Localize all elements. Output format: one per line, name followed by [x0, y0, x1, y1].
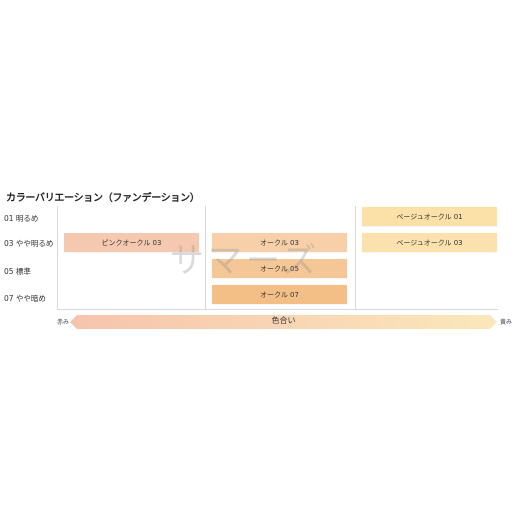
swatch-label: オークル 07 [260, 290, 299, 299]
axis-label: 色合い [271, 316, 296, 325]
swatch-ochre-05: オークル 05 [212, 259, 347, 278]
x-axis-line [57, 309, 498, 310]
column-divider-2 [355, 206, 356, 310]
row-label-07: 07 やや暗め [4, 294, 46, 303]
column-divider-1 [205, 206, 206, 310]
swatch-pink-ochre-03: ピンクオークル 03 [64, 233, 199, 252]
axis-left-label: 赤み [57, 319, 70, 326]
swatch-beige-ochre-03: ベージュオークル 03 [362, 233, 497, 252]
row-label-03: 03 やや明るめ [4, 239, 54, 248]
swatch-label: ベージュオークル 01 [396, 212, 463, 221]
axis-right-label: 黄み [500, 319, 513, 326]
y-axis-line [57, 206, 58, 310]
swatch-ochre-07: オークル 07 [212, 285, 347, 304]
hue-gradient-arrow-icon [70, 315, 497, 329]
hue-axis-arrow: 色合い [70, 314, 497, 329]
swatch-label: ベージュオークル 03 [396, 238, 463, 247]
swatch-ochre-03: オークル 03 [212, 233, 347, 252]
swatch-label: ピンクオークル 03 [101, 238, 162, 247]
row-label-01: 01 明るめ [4, 214, 39, 223]
swatch-label: オークル 03 [260, 238, 299, 247]
swatch-label: オークル 05 [260, 264, 299, 273]
row-label-05: 05 標準 [4, 267, 31, 276]
chart-title: カラーバリエーション（ファンデーション） [6, 193, 200, 204]
swatch-beige-ochre-01: ベージュオークル 01 [362, 207, 497, 226]
